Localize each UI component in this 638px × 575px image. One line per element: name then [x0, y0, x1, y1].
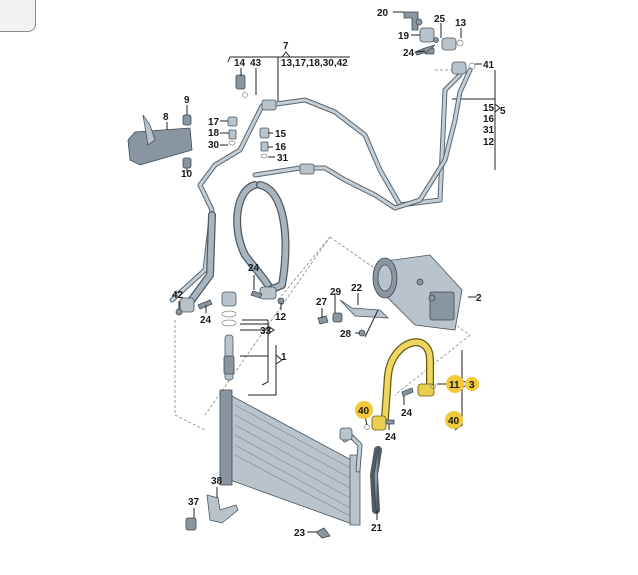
callout-38[interactable]: 38 — [211, 476, 223, 487]
group-brackets — [227, 51, 501, 431]
pipe-coupling — [261, 99, 277, 111]
callout-23[interactable]: 23 — [294, 528, 306, 539]
callout-22[interactable]: 22 — [351, 283, 363, 294]
relay-bracket-8 — [127, 114, 193, 169]
callout-33[interactable]: 33 — [260, 326, 272, 337]
callout-labels[interactable]: 20 13 25 19 24 41 7 14 43 13,17,18,30,42… — [163, 8, 506, 539]
callout-16b[interactable]: 16 — [275, 142, 287, 153]
highlight-marker — [446, 375, 464, 393]
callout-16[interactable]: 16 — [483, 114, 495, 125]
callout-2[interactable]: 2 — [476, 293, 482, 304]
condenser — [219, 389, 363, 526]
corner-panel-tab[interactable] — [0, 0, 36, 32]
highlight-marker — [465, 377, 479, 391]
callout-21[interactable]: 21 — [371, 523, 383, 534]
callout-18[interactable]: 18 — [208, 128, 220, 139]
callout-14[interactable]: 14 — [234, 58, 246, 69]
callout-30[interactable]: 30 — [208, 140, 220, 151]
callout-27[interactable]: 27 — [316, 297, 328, 308]
callout-29[interactable]: 29 — [330, 287, 342, 298]
highlight-markers — [355, 375, 479, 429]
callout-24d[interactable]: 24 — [401, 408, 413, 419]
callout-24b[interactable]: 24 — [200, 315, 212, 326]
callout-19[interactable]: 19 — [398, 31, 410, 42]
callout-28[interactable]: 28 — [340, 329, 352, 340]
callout-11[interactable]: 11 — [449, 380, 460, 391]
callout-24e[interactable]: 24 — [385, 432, 397, 443]
callout-41[interactable]: 41 — [483, 60, 495, 71]
pipe-coupling — [299, 163, 315, 175]
callout-7[interactable]: 7 — [283, 41, 289, 52]
callout-12b[interactable]: 12 — [275, 312, 287, 323]
hose-flange — [179, 297, 195, 313]
highlighted-hose-3 — [371, 338, 435, 431]
highlight-marker — [445, 411, 463, 429]
callout-37[interactable]: 37 — [188, 497, 200, 508]
callout-leaders — [166, 11, 482, 533]
callout-15[interactable]: 15 — [483, 103, 495, 114]
callout-31[interactable]: 31 — [483, 125, 495, 136]
callout-9[interactable]: 9 — [184, 95, 190, 106]
callout-24[interactable]: 24 — [403, 48, 415, 59]
callout-42[interactable]: 42 — [172, 290, 184, 301]
refrigerant-pipes — [169, 67, 473, 303]
hose-fitting-upper — [417, 383, 435, 397]
callout-3[interactable]: 3 — [469, 380, 475, 391]
callout-13[interactable]: 13 — [455, 18, 467, 29]
callout-25[interactable]: 25 — [434, 14, 446, 25]
seal-strip-21 — [370, 446, 382, 514]
callout-10[interactable]: 10 — [181, 169, 193, 180]
callout-8[interactable]: 8 — [163, 112, 169, 123]
bracket-22 — [317, 299, 390, 338]
callout-15b[interactable]: 15 — [275, 129, 287, 140]
callout-1[interactable]: 1 — [281, 352, 287, 363]
callout-5[interactable]: 5 — [500, 106, 506, 117]
callout-12[interactable]: 12 — [483, 137, 495, 148]
hose-flange — [259, 286, 277, 300]
flex-hose — [179, 181, 290, 313]
callout-7-contents[interactable]: 13,17,18,30,42 — [281, 58, 348, 69]
bracket-38 — [185, 494, 331, 539]
callout-40a[interactable]: 40 — [358, 406, 370, 417]
assembly-guides — [174, 69, 471, 431]
callout-31b[interactable]: 31 — [277, 153, 289, 164]
callout-24c[interactable]: 24 — [248, 263, 260, 274]
compressor-2 — [372, 254, 463, 331]
hose-fitting-lower — [371, 415, 387, 431]
highlight-marker — [355, 401, 373, 419]
callout-20[interactable]: 20 — [377, 8, 389, 19]
callout-17[interactable]: 17 — [208, 117, 220, 128]
callout-43[interactable]: 43 — [250, 58, 262, 69]
receiver-drier — [221, 291, 237, 381]
top-fasteners — [227, 11, 476, 159]
callout-40b[interactable]: 40 — [448, 416, 460, 427]
